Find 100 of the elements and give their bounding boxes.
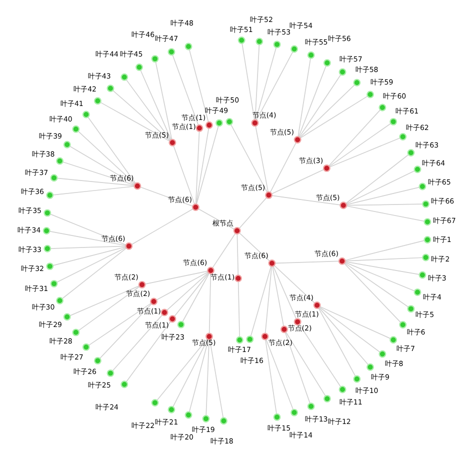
connector	[62, 161, 134, 185]
node-circle	[422, 253, 430, 261]
connector	[172, 54, 199, 125]
node-circle	[313, 301, 321, 309]
connector	[346, 205, 425, 222]
connector	[346, 203, 424, 206]
node-circle	[338, 68, 346, 76]
connector	[56, 246, 126, 282]
connector	[320, 306, 391, 338]
node-circle	[290, 408, 298, 416]
connector	[50, 213, 126, 245]
connector	[264, 265, 272, 333]
node-circle	[206, 120, 213, 128]
node-circle	[72, 328, 80, 336]
node-circle	[238, 36, 246, 44]
connector	[52, 246, 126, 266]
connector	[230, 124, 268, 192]
connector	[78, 130, 136, 184]
connector	[206, 338, 210, 416]
connector	[250, 266, 272, 336]
node-circle	[338, 385, 346, 393]
connector	[49, 230, 126, 246]
node-circle	[192, 203, 200, 211]
node-circle	[168, 314, 176, 322]
node-circle	[256, 37, 264, 45]
node-circle	[307, 402, 315, 410]
node-circle	[366, 362, 374, 370]
connector	[344, 262, 401, 322]
node-circle	[216, 118, 223, 126]
connector	[100, 303, 152, 358]
node-circle	[125, 242, 133, 250]
connector	[344, 240, 425, 260]
connector	[70, 285, 140, 316]
connector	[140, 69, 172, 140]
connector	[156, 338, 208, 400]
node-circle	[50, 279, 58, 287]
connector	[344, 256, 424, 261]
node-circle	[273, 412, 281, 420]
node-circle	[265, 190, 272, 198]
connector	[56, 177, 135, 186]
node-circle	[46, 262, 54, 270]
node-circle	[399, 132, 407, 140]
node-circle	[390, 117, 398, 125]
node-circle	[414, 165, 422, 173]
node-circle	[207, 266, 214, 274]
node-circle	[46, 191, 54, 198]
connector	[299, 74, 342, 137]
connector	[144, 270, 208, 284]
node-circle	[280, 325, 288, 333]
node-circle	[246, 335, 254, 343]
node-circle	[151, 54, 159, 62]
connector	[242, 42, 255, 120]
connector	[286, 331, 326, 396]
connector	[344, 262, 409, 307]
connector	[265, 338, 277, 414]
connector	[78, 286, 140, 330]
node-circle	[44, 208, 52, 216]
connector	[329, 137, 400, 167]
connector	[274, 264, 316, 303]
node-circle	[294, 318, 302, 326]
node-circle	[56, 296, 64, 304]
node-circle	[168, 405, 176, 413]
node-circle	[56, 156, 64, 164]
node-circle	[94, 96, 102, 104]
node-circle	[150, 297, 158, 305]
connector	[318, 307, 368, 364]
node-circle	[82, 110, 90, 118]
node-circle	[323, 58, 331, 66]
node-circle	[378, 103, 386, 111]
node-circle	[136, 63, 143, 70]
connector	[346, 154, 409, 204]
node-circle	[236, 336, 244, 344]
node-circle	[251, 118, 259, 126]
connector	[196, 127, 210, 204]
node-circle	[226, 118, 234, 125]
connector	[196, 125, 219, 204]
connector	[155, 61, 172, 140]
node-circle	[160, 308, 168, 316]
node-circle	[414, 288, 422, 296]
node-circle	[82, 342, 90, 350]
connector	[300, 95, 368, 138]
node-circle	[422, 200, 430, 208]
node-circle	[340, 201, 348, 209]
connector	[198, 208, 235, 230]
node-circle	[290, 44, 298, 52]
node-circle	[378, 350, 386, 358]
connector	[284, 332, 310, 404]
node-circle	[206, 332, 213, 340]
connector	[271, 168, 324, 194]
node-circle	[168, 48, 176, 56]
node-circle	[407, 148, 415, 156]
node-circle	[63, 312, 71, 320]
connector	[298, 57, 311, 136]
node-circle	[72, 124, 80, 132]
connector	[318, 307, 356, 376]
node-circle	[220, 416, 228, 424]
connector	[52, 185, 135, 195]
connector	[319, 306, 380, 352]
node-circle	[424, 235, 432, 243]
connector	[62, 247, 127, 298]
